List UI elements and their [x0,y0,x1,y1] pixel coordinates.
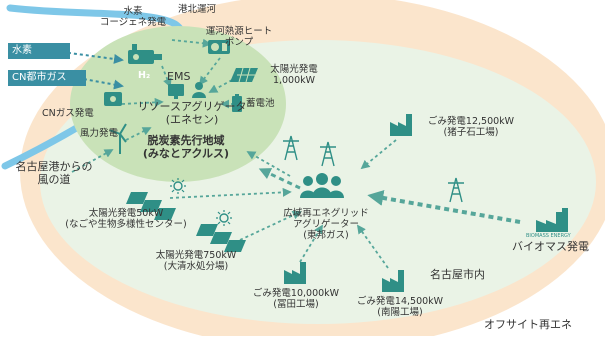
offsite-renewable-label: オフサイト再エネ [484,318,572,331]
central-aggregator-label-line1: 広域再エネグリッド [283,208,369,219]
tower-icon [320,141,336,167]
solar-50kw-label-line1: 太陽光発電50kW [88,208,164,219]
hydrogen-input-tag: 水素 [8,43,70,59]
flow-biomass-to-center [367,190,521,224]
battery-label: 蓄電池 [246,98,275,109]
h2-cogen-label-line2: コージェネ発電 [99,17,167,28]
waste-plant-12500-icon [390,114,412,136]
central-aggregator-label: 広域再エネグリッド アグリゲーター (東邦ガス) [276,208,376,241]
battery-icon [232,94,242,112]
wind-path-label-line1: 名古屋港からの [15,160,93,173]
central-aggregator-label-line3: (東邦ガス) [303,230,349,241]
h2-cogen-label: 水素 コージェネ発電 [98,6,168,28]
aggregator-label-line2: (エネセン) [165,113,219,126]
wind-path-label: 名古屋港からの 風の道 [6,160,102,186]
h2-cogen-icon [128,44,162,64]
sun-icon [216,210,232,226]
decarb-zone-title: 脱炭素先行地域 (みなとアクルス) [136,134,236,160]
person-icon [192,82,206,98]
flow-solar50-to-center [169,187,292,199]
flow-solar1000-to-ems [208,79,233,93]
sun-icon [170,178,186,194]
h2-cogen-label-line1: 水素 [123,6,143,17]
ems-label: EMS [167,70,191,83]
decarb-zone-area [70,26,286,182]
solar-50kw-icon [126,192,176,220]
waste-10000-label-line2: (冨田工場) [273,299,319,310]
waste-10000-label: ごみ発電10,000kW (冨田工場) [246,288,346,310]
ems-icon [168,84,184,99]
waste-plant-10000-icon [284,262,306,284]
decarb-zone-title-line2: (みなとアクルス) [142,147,230,160]
cngas-input-tag: CN都市ガス [8,70,86,86]
flow-center-to-zone [246,151,291,177]
aggregator-label: リソースアグリゲータ (エネセン) [132,100,252,126]
waste-14500-label-line2: (南陽工場) [377,307,423,318]
solar-750kw-label-line2: (大清水処分場) [163,261,229,272]
flow-cngas-to-ems [121,97,164,107]
flow-windpath-to-zone [71,149,114,173]
waste-plant-14500-icon [382,270,404,292]
solar-panel-icon [230,67,258,83]
tower-icon [283,135,299,161]
flow-waste10000-to-center [299,224,323,263]
solar-750kw-label-line1: 太陽光発電750kW [155,250,237,261]
hydrogen-supply-arrow [61,51,124,64]
waste-12500-label-line2: (猪子石工場) [443,127,499,138]
waste-12500-label: ごみ発電12,500kW (猪子石工場) [416,116,526,138]
h2-symbol: H₂ [138,70,151,81]
decarb-zone-title-line1: 脱炭素先行地域 [147,134,225,147]
biomass-sign: BIOMASS ENERGY [526,233,571,239]
solar-50kw-label-line2: (なごや生物多様性センター) [65,219,187,230]
flow-center-to-zone-bold [258,168,301,190]
solar-750kw-icon [196,224,246,252]
solar-1000kw-label: 太陽光発電 1,000kW [262,64,326,86]
flow-canal-to-heatpump [171,38,212,48]
solar-50kw-label: 太陽光発電50kW (なごや生物多様性センター) [46,208,206,230]
heat-pump-label: 運河熱源ヒート ポンプ [196,26,282,48]
tower-icon [448,177,464,203]
flow-wind-to-zone [125,127,152,141]
wind-turbine-icon [109,123,127,154]
flow-waste14500-to-center [356,224,389,269]
heat-pump-label-line1: 運河熱源ヒート [205,26,273,37]
waste-14500-label: ごみ発電14,500kW (南陽工場) [350,296,450,318]
wind-path-label-line2: 風の道 [37,173,71,186]
transmission-towers [283,135,464,203]
aggregator-label-line1: リソースアグリゲータ [137,100,247,113]
waste-12500-label-line1: ごみ発電12,500kW [427,116,515,127]
heat-pump-label-line2: ポンプ [224,37,254,48]
central-aggregator-label-line2: アグリゲーター [292,219,360,230]
aggregator-group-icon [300,173,344,198]
waste-10000-label-line1: ごみ発電10,000kW [252,288,340,299]
flow-solar750-to-center [239,210,302,241]
solar-1000kw-label-line2: 1,000kW [272,75,316,86]
flow-waste12500-to-center [360,139,397,170]
solar-1000kw-label-line1: 太陽光発電 [270,64,318,75]
solar-750kw-label: 太陽光発電750kW (大清水処分場) [146,250,246,272]
biomass-label: バイオマス発電 [512,240,589,253]
heat-pump-icon [208,40,230,54]
cngas-generator-icon [104,92,122,106]
cngas-generation-label: CNガス発電 [42,108,94,119]
wind-power-label: 風力発電 [80,128,119,139]
biomass-plant-icon [536,208,568,232]
waste-14500-label-line1: ごみ発電14,500kW [356,296,444,307]
nagoya-city-label: 名古屋市内 [430,268,485,281]
canal-label: 港北運河 [178,4,217,15]
